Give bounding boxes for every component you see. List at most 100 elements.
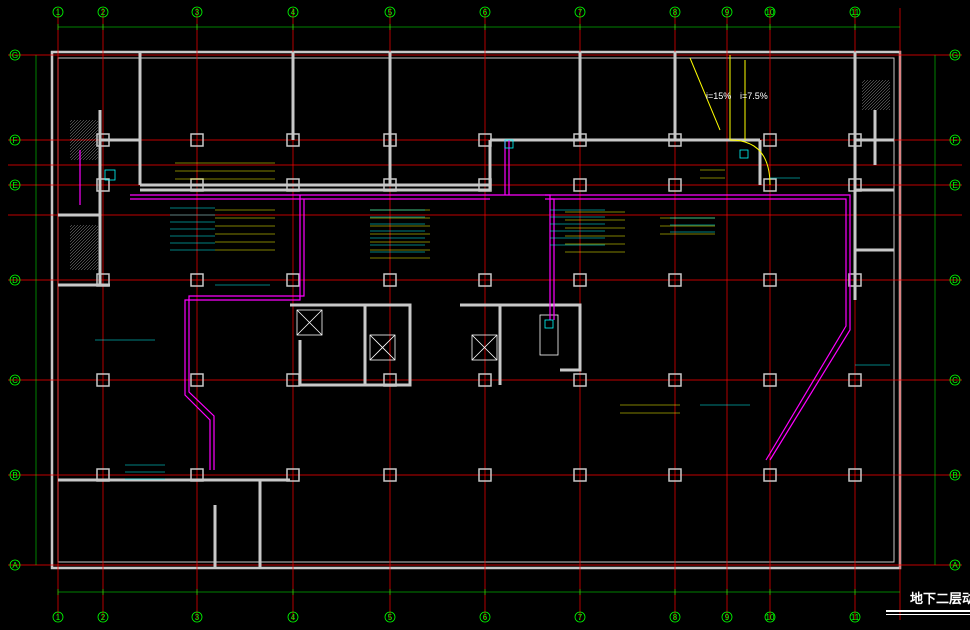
title-underline: [886, 610, 970, 612]
column: [383, 273, 397, 287]
axis-bubble: [9, 179, 21, 191]
column: [848, 468, 862, 482]
axis-label-column: 4: [291, 613, 296, 622]
column: [96, 178, 110, 192]
axis-label-row: C: [952, 376, 958, 385]
axis-label-row: E: [12, 181, 17, 190]
axis-label-row: E: [952, 181, 957, 190]
axis-bubble: [479, 611, 491, 623]
axis-label-column: 10: [766, 8, 775, 17]
axis-label-column: 4: [291, 8, 296, 17]
axis-label-row: D: [12, 276, 18, 285]
axis-bubble: [849, 6, 861, 18]
axis-label-column: 5: [388, 613, 393, 622]
column: [190, 133, 204, 147]
smoke-exhaust-ducts: [79, 140, 851, 470]
column: [286, 468, 300, 482]
axis-bubble: [384, 6, 396, 18]
exhaust-fans: [104, 139, 749, 329]
axis-label-row: B: [12, 471, 17, 480]
axis-label-row: G: [952, 51, 958, 60]
axis-bubble: [949, 559, 961, 571]
elevator-shafts: [296, 309, 559, 361]
axis-bubble: [287, 6, 299, 18]
column: [478, 273, 492, 287]
axis-label-column: 3: [195, 613, 200, 622]
axis-bubble: [574, 611, 586, 623]
cyan-annotations: [95, 177, 890, 480]
axis-label-column: 10: [766, 613, 775, 622]
axis-bubble: [287, 611, 299, 623]
axis-bubble: [669, 611, 681, 623]
axis-bubble: [949, 374, 961, 386]
axis-label-column: 11: [851, 613, 860, 622]
column: [286, 273, 300, 287]
axis-label-row: F: [953, 136, 958, 145]
axis-label-row: D: [952, 276, 958, 285]
axis-bubble: [949, 274, 961, 286]
column: [763, 133, 777, 147]
axis-bubble: [949, 469, 961, 481]
axis-label-column: 5: [388, 8, 393, 17]
column: [573, 273, 587, 287]
axis-bubble: [97, 611, 109, 623]
axis-bubble: [949, 179, 961, 191]
axis-bubble: [97, 6, 109, 18]
axis-grid: [8, 8, 962, 620]
column: [478, 468, 492, 482]
column: [478, 373, 492, 387]
axis-label-column: 1: [56, 8, 61, 17]
column: [96, 373, 110, 387]
axis-label-column: 7: [578, 8, 583, 17]
column: [763, 273, 777, 287]
yellow-annotations: [175, 162, 725, 414]
axis-bubble: [574, 6, 586, 18]
axis-label-column: 2: [101, 8, 106, 17]
column: [573, 373, 587, 387]
column: [668, 273, 682, 287]
column: [383, 468, 397, 482]
axis-bubble: [849, 611, 861, 623]
axis-label-column: 11: [851, 8, 860, 17]
column: [668, 178, 682, 192]
axis-label-column: 9: [725, 8, 730, 17]
axis-bubble: [764, 611, 776, 623]
axis-bubble: [479, 6, 491, 18]
axis-bubble: [9, 469, 21, 481]
axis-label-column: 6: [483, 8, 488, 17]
stairs: [70, 80, 890, 270]
column: [573, 178, 587, 192]
axis-label-column: 6: [483, 613, 488, 622]
axis-bubble: [9, 49, 21, 61]
axis-bubble: [721, 6, 733, 18]
axis-label-row: C: [12, 376, 18, 385]
axis-bubble: [9, 274, 21, 286]
axis-label-row: G: [12, 51, 18, 60]
column: [668, 373, 682, 387]
axis-label-column: 7: [578, 613, 583, 622]
column: [190, 373, 204, 387]
column: [763, 468, 777, 482]
ramp-slope-right: i=7.5%: [740, 91, 768, 101]
axis-label-column: 1: [56, 613, 61, 622]
axis-label-column: 8: [673, 613, 678, 622]
axis-label-column: 2: [101, 613, 106, 622]
axis-bubble: [191, 611, 203, 623]
column: [190, 273, 204, 287]
axis-bubble: [9, 559, 21, 571]
axis-bubble: [949, 134, 961, 146]
axis-bubble: [191, 6, 203, 18]
column: [573, 468, 587, 482]
axis-bubble: [764, 6, 776, 18]
vehicle-ramp: [689, 55, 771, 186]
axis-bubble: [9, 374, 21, 386]
axis-label-row: F: [13, 136, 18, 145]
axis-bubble: [52, 611, 64, 623]
building-outline: [50, 50, 902, 570]
axis-label-row: A: [952, 561, 958, 570]
axis-label-column: 8: [673, 8, 678, 17]
axis-label-column: 3: [195, 8, 200, 17]
axis-bubble: [9, 134, 21, 146]
